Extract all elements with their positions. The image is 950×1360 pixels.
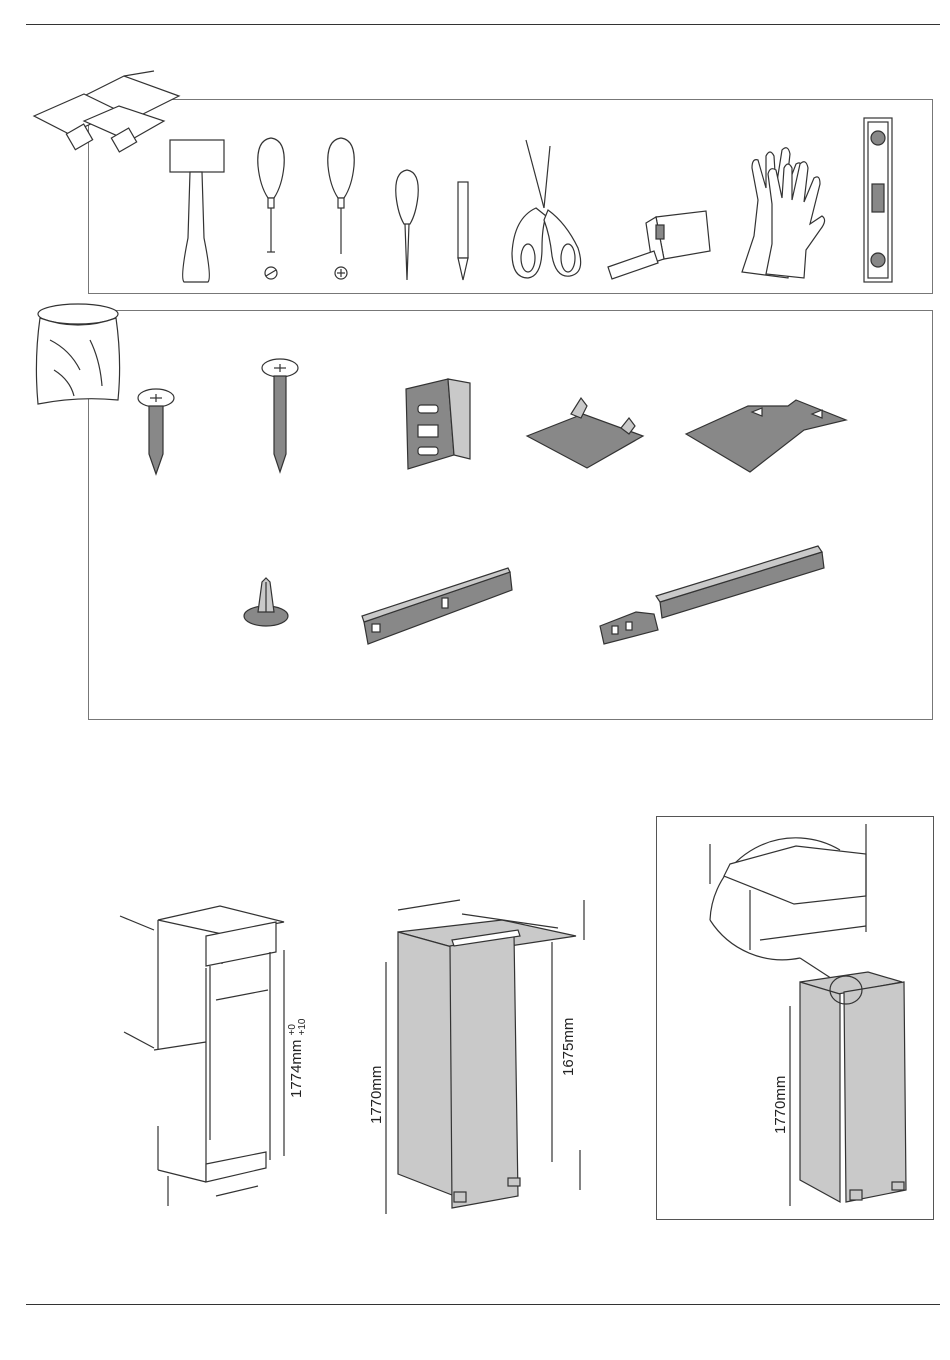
appliance-height-label: 1770mm bbox=[368, 1066, 385, 1124]
parts-panel bbox=[88, 310, 933, 720]
cover-cap-icon bbox=[523, 396, 647, 472]
plastic-clip-icon bbox=[240, 576, 292, 628]
hammer-icon bbox=[168, 138, 228, 284]
tape-measure-icon bbox=[606, 205, 714, 285]
footer-rule bbox=[26, 1304, 940, 1305]
niche-height-value: 1774mm bbox=[288, 1040, 305, 1098]
spirit-level-icon bbox=[862, 116, 894, 284]
toolbox-icon bbox=[24, 66, 184, 156]
long-rail-icon bbox=[596, 544, 828, 646]
door-height-label: 1675mm bbox=[560, 1018, 577, 1076]
scissors-icon bbox=[506, 138, 588, 282]
bag-icon bbox=[30, 300, 126, 412]
hinge-bracket-icon bbox=[398, 375, 474, 471]
header-rule bbox=[26, 24, 940, 25]
long-screw-icon bbox=[260, 358, 300, 474]
niche-diagram bbox=[110, 900, 310, 1220]
niche-height-tol-lower: +10 bbox=[297, 1019, 308, 1036]
short-screw-icon bbox=[136, 388, 176, 476]
flat-screwdriver-icon bbox=[256, 136, 286, 282]
slide-rail-icon bbox=[360, 566, 516, 650]
gloves-icon bbox=[738, 140, 828, 282]
awl-icon bbox=[394, 168, 424, 282]
inset-height-label: 1770mm bbox=[772, 1076, 789, 1134]
pencil-icon bbox=[455, 180, 471, 282]
inset-diagram bbox=[660, 820, 930, 1216]
niche-height-label: 1774mm +0+10 bbox=[288, 1019, 308, 1099]
angle-plate-icon bbox=[684, 396, 848, 476]
phillips-screwdriver-icon bbox=[326, 136, 356, 282]
